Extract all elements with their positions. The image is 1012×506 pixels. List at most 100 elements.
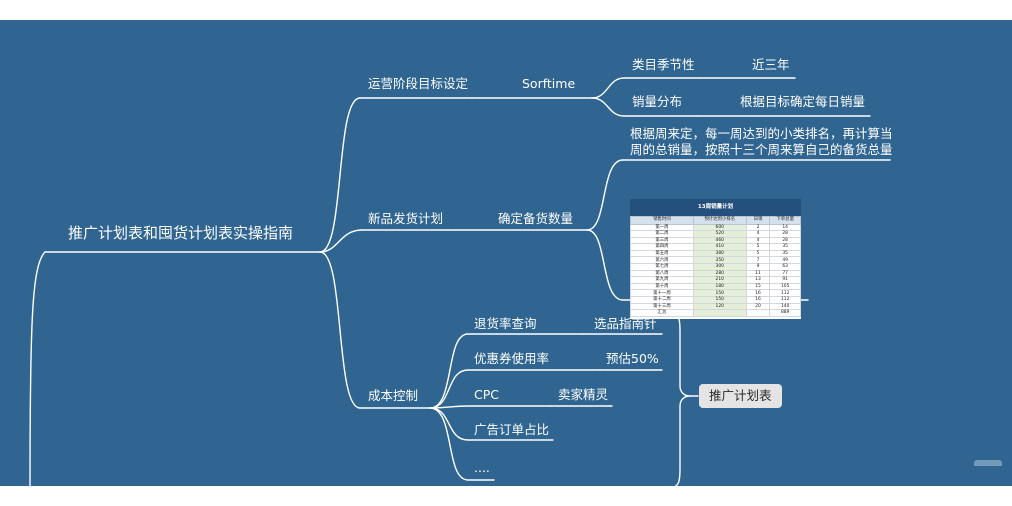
table-cell: 第十三周: [630, 302, 694, 311]
topic-stock-quantity[interactable]: 确定备货数量: [498, 211, 574, 226]
topic-shipping-plan[interactable]: 新品发货计划: [368, 211, 444, 226]
table-cell: [692, 309, 747, 317]
table-cell: 第一周: [630, 223, 694, 232]
table-cell: 410: [692, 243, 747, 251]
table-cell: 14: [769, 223, 801, 232]
table-cell: 77: [769, 269, 801, 278]
summary-promotion-plan[interactable]: 推广计划表: [699, 384, 782, 408]
summary-bracket: [667, 311, 691, 486]
table-cell: 140: [769, 302, 801, 311]
table-header: 预计达到小排名: [692, 216, 747, 225]
table-cell: 300: [692, 263, 747, 271]
table-cell: 5: [745, 249, 771, 258]
table-cell: 889: [769, 309, 801, 317]
topic-selection-guide[interactable]: 选品指南针: [594, 316, 657, 331]
table-cell: 35: [769, 243, 801, 251]
topic-estimate-50[interactable]: 预估50%: [606, 351, 659, 366]
table-cell: 150: [692, 296, 747, 304]
table-row: 汇总 889: [630, 309, 801, 317]
table-cell: 9: [745, 263, 771, 271]
table-cell: 350: [692, 256, 747, 265]
table-cell: 第三周: [630, 236, 694, 245]
sales-plan-table-title: 13周销量计划: [630, 199, 801, 216]
table-cell: 28: [769, 236, 801, 245]
note-weekly-plan-line1[interactable]: 根据周来定，每一周达到的小类排名，再计算当: [630, 126, 893, 141]
table-cell: 460: [692, 236, 747, 245]
table-cell: 11: [745, 269, 771, 278]
topic-sales-distribution[interactable]: 销量分布: [632, 94, 683, 109]
table-cell: 180: [692, 282, 747, 291]
table-cell: 112: [769, 289, 801, 298]
table-header: 下单总量: [769, 216, 801, 225]
table-header: 销售时间: [630, 216, 694, 225]
topic-three-years[interactable]: 近三年: [752, 57, 790, 72]
link-root-branch1: [319, 97, 361, 253]
topic-seasonality[interactable]: 类目季节性: [632, 57, 695, 72]
table-cell: 第二周: [630, 230, 694, 238]
topic-ad-order-share[interactable]: 广告订单占比: [474, 422, 550, 437]
connector-lines: [29, 77, 891, 486]
table-cell: 49: [769, 256, 801, 265]
topic-daily-sales[interactable]: 根据目标确定每日销量: [740, 94, 866, 109]
table-cell: 380: [692, 249, 747, 258]
table-cell: 520: [692, 230, 747, 238]
root-topic[interactable]: 推广计划表和囤货计划表实操指南: [68, 224, 294, 242]
table-cell: 第四周: [630, 243, 694, 251]
table-cell: 91: [769, 276, 801, 284]
table-cell: 第七周: [630, 263, 694, 271]
table-cell: 4: [745, 236, 771, 245]
table-cell: 第五周: [630, 249, 694, 258]
table-cell: 20: [745, 302, 771, 311]
link-root-branch3: [319, 251, 361, 409]
table-cell: 4: [745, 230, 771, 238]
table-cell: 120: [692, 302, 747, 311]
topic-cost-control[interactable]: 成本控制: [368, 388, 419, 403]
table-cell: 第八周: [630, 269, 694, 278]
table-header: 日销: [745, 216, 771, 225]
table-cell: 16: [745, 289, 771, 298]
table-cell: [745, 309, 771, 317]
table-cell: 35: [769, 249, 801, 258]
topic-sorftime[interactable]: Sorftime: [522, 76, 576, 91]
table-cell: 5: [745, 243, 771, 251]
scroll-handle[interactable]: [974, 460, 1002, 466]
table-cell: 105: [769, 282, 801, 291]
table-cell: 16: [745, 296, 771, 304]
table-cell: 15: [745, 282, 771, 291]
table-cell: 汇总: [630, 309, 694, 317]
mindmap-canvas: 推广计划表和囤货计划表实操指南 运营阶段目标设定 Sorftime 类目季节性 …: [0, 20, 1012, 486]
topic-stage-goal[interactable]: 运营阶段目标设定: [368, 76, 469, 91]
link-root-branch2: [319, 229, 363, 253]
table-cell: 第十二周: [630, 296, 694, 304]
topic-return-rate[interactable]: 退货率查询: [474, 316, 537, 331]
note-weekly-plan-line2[interactable]: 周的总销量，按照十三个周来算自己的备货总量: [630, 142, 893, 157]
table-cell: 第十一周: [630, 289, 694, 298]
table-cell: 7: [745, 256, 771, 265]
table-cell: 150: [692, 289, 747, 298]
topic-more[interactable]: ....: [474, 460, 490, 475]
table-cell: 13: [745, 276, 771, 284]
table-cell: 280: [692, 269, 747, 278]
branch3-to-item3: [429, 405, 551, 409]
table-cell: 2: [745, 223, 771, 232]
table-cell: 28: [769, 230, 801, 238]
topic-seller-sprite[interactable]: 卖家精灵: [558, 387, 609, 402]
topic-cpc[interactable]: CPC: [474, 387, 499, 402]
topic-coupon-rate[interactable]: 优惠券使用率: [474, 351, 550, 366]
